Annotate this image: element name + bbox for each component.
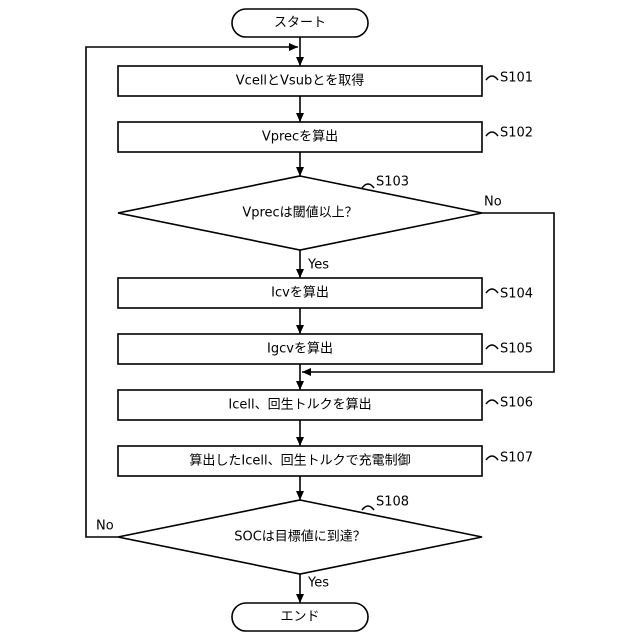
step-s107-tick xyxy=(486,456,498,460)
step-s105-tick xyxy=(486,345,498,349)
step-s101-tick xyxy=(486,76,498,80)
step-s103-tick xyxy=(362,184,374,188)
step-s106: S106 xyxy=(500,396,533,411)
step-s108: S108 xyxy=(376,495,409,510)
s108-no-label: No xyxy=(96,519,114,534)
process-s107-label: 算出したIcell、回生トルクで充電制御 xyxy=(189,453,410,469)
step-s101: S101 xyxy=(500,71,533,86)
process-s101-label: VcellとVsubとを取得 xyxy=(236,73,364,89)
step-s104-tick xyxy=(486,289,498,293)
s103-yes-label: Yes xyxy=(307,258,329,273)
step-s107: S107 xyxy=(500,451,533,466)
s103-no-label: No xyxy=(484,195,502,210)
step-s104: S104 xyxy=(500,287,533,302)
decision-s108-label: SOCは目標値に到達？ xyxy=(234,529,366,545)
end-label: エンド xyxy=(280,610,319,625)
step-s102-tick xyxy=(486,132,498,136)
process-s104-label: Icvを算出 xyxy=(271,286,329,301)
step-s102: S102 xyxy=(500,126,533,141)
start-label: スタート xyxy=(274,16,326,31)
process-s106-label: Icell、回生トルクを算出 xyxy=(228,398,371,413)
s108-yes-label: Yes xyxy=(307,576,329,591)
process-s105-label: Igcvを算出 xyxy=(267,342,333,357)
decision-s103-label: Vprecは閾値以上？ xyxy=(242,205,357,221)
step-s105: S105 xyxy=(500,342,533,357)
step-s103: S103 xyxy=(376,175,409,190)
step-s106-tick xyxy=(486,400,498,404)
process-s102-label: Vprecを算出 xyxy=(262,130,338,145)
step-s108-tick xyxy=(362,506,374,510)
